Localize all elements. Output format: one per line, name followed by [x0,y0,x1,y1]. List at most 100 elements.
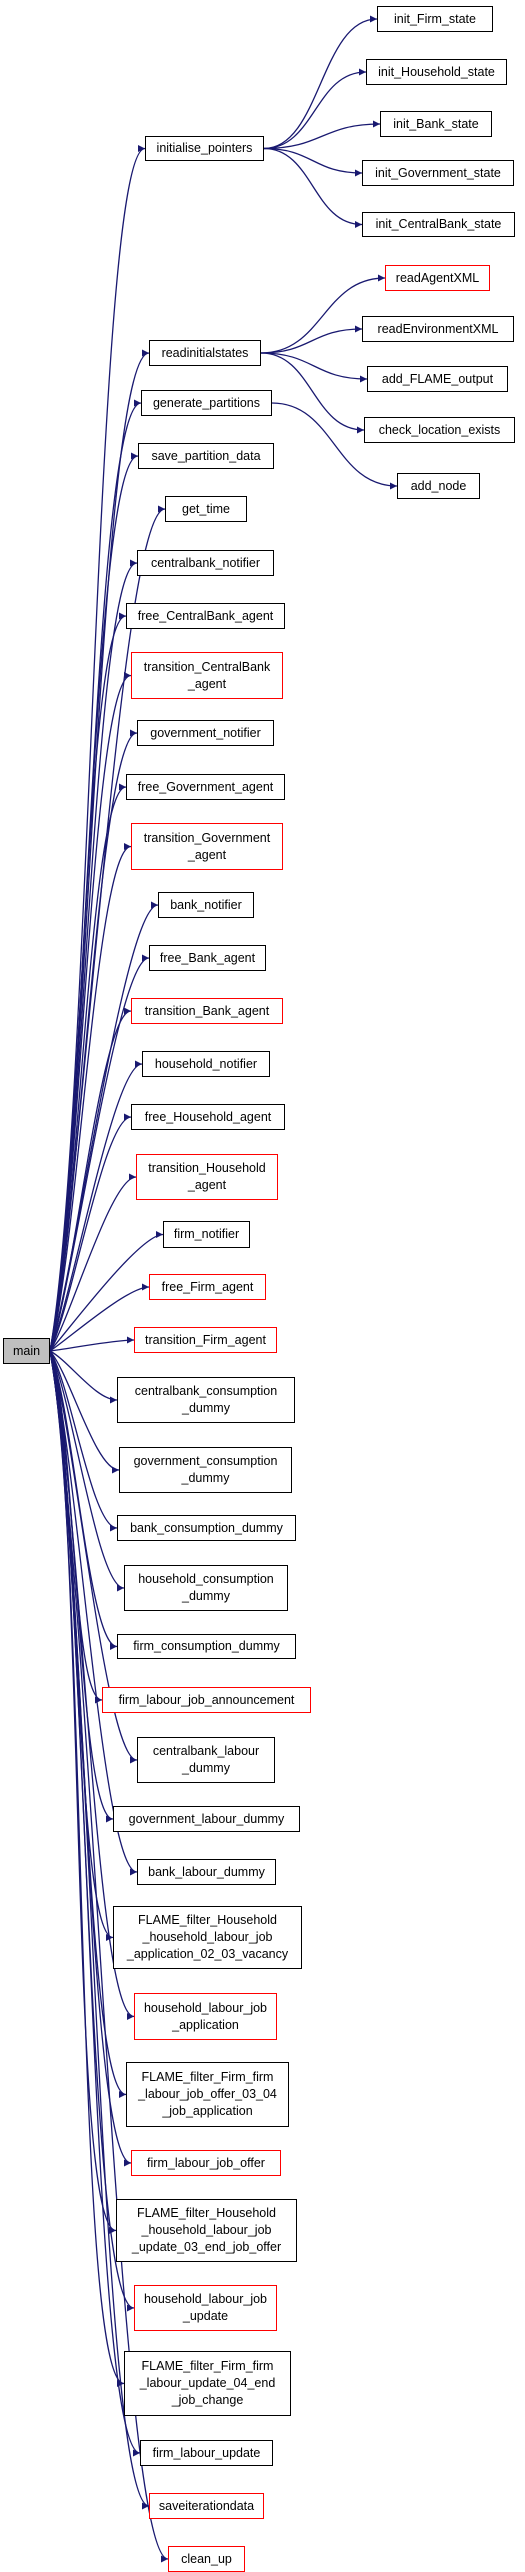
node-flame-filter-firm-application[interactable]: FLAME_filter_Firm_firm_labour_job_offer_… [126,2062,289,2127]
edge-main-to-transition-bank-agent [49,1007,132,1352]
node-saveiterationdata[interactable]: saveiterationdata [149,2493,264,2519]
node-init-household-state[interactable]: init_Household_state [366,59,507,85]
node-government-consumption-dummy[interactable]: government_consumption_dummy [119,1447,292,1493]
node-label-line: centralbank_notifier [150,555,261,570]
node-free-household-agent[interactable]: free_Household_agent [131,1104,285,1130]
node-save-partition-data[interactable]: save_partition_data [138,443,274,469]
node-init-centralbank-state[interactable]: init_CentralBank_state [362,212,515,237]
edge-main-to-household-consumption-dummy [49,1350,125,1592]
node-init-bank-state[interactable]: init_Bank_state [380,111,492,137]
node-label-line: _dummy [182,1401,230,1415]
edge-initialise-pointers-to-init-household-state [263,68,367,150]
node-flame-filter-household-vacancy[interactable]: FLAME_filter_Household _household_labour_… [113,1906,302,1969]
node-firm-labour-job-announcement[interactable]: firm_labour_job_announcement [102,1687,311,1713]
node-label-line: saveiterationdata [158,2498,255,2513]
node-label-line: check_location_exists [378,422,501,437]
node-label-line: bank_labour_dummy [148,1864,265,1879]
node-label-line: readAgentXML [395,270,480,285]
node-flame-filter-household-offer[interactable]: FLAME_filter_Household _household_labour_… [116,2199,297,2262]
edge-readinitialstates-to-readenvironmentxml [260,325,363,354]
node-label-line: free_Firm_agent [161,1279,254,1294]
node-centralbank-consumption-dummy[interactable]: centralbank_consumption_dummy [117,1377,295,1423]
node-household-labour-job-application[interactable]: household_labour_job_application [134,1993,277,2040]
edge-main-to-free-government-agent [49,783,127,1352]
node-free-firm-agent[interactable]: free_Firm_agent [149,1274,266,1300]
node-label-line: _job_change [171,2393,244,2407]
node-household-notifier[interactable]: household_notifier [142,1051,270,1077]
node-transition-government-agent[interactable]: transition_Government_agent [131,823,283,870]
node-label-line: free_Bank_agent [159,950,256,965]
node-label-line: init_Bank_state [393,116,479,131]
node-label-line: FLAME_filter_Firm_firm [141,2359,274,2373]
node-label-line: _agent [187,676,227,691]
node-firm-notifier[interactable]: firm_notifier [163,1221,250,1248]
node-label-line: bank_notifier [170,897,242,912]
node-label-line: transition_CentralBank [143,659,271,674]
node-check-location-exists[interactable]: check_location_exists [364,417,515,443]
node-free-bank-agent[interactable]: free_Bank_agent [149,945,266,971]
node-government-notifier[interactable]: government_notifier [137,720,274,746]
node-centralbank-notifier[interactable]: centralbank_notifier [137,550,274,576]
node-label-line: init_Government_state [375,165,501,180]
node-firm-labour-job-offer[interactable]: firm_labour_job_offer [131,2150,281,2176]
node-label-line: add_node [410,478,467,493]
node-add-node[interactable]: add_node [397,473,480,499]
node-flame-filter-firm-change[interactable]: FLAME_filter_Firm_firm_labour_update_04_… [124,2351,291,2416]
node-label-line: readinitialstates [161,345,249,360]
node-init-firm-state[interactable]: init_Firm_state [377,6,493,32]
node-label-line: transition_Firm_agent [145,1332,266,1347]
node-transition-centralbank-agent[interactable]: transition_CentralBank _agent [131,652,283,699]
edge-main-to-clean-up [49,1350,169,2563]
node-generate-partitions[interactable]: generate_partitions [141,390,272,416]
node-main[interactable]: main [3,1338,50,1364]
edge-initialise-pointers-to-init-firm-state [263,15,378,150]
edge-initialise-pointers-to-init-bank-state [263,120,381,150]
node-label-line: FLAME_filter_Household [138,1913,277,1927]
node-label-line: government_labour_dummy [128,1811,285,1826]
edge-main-to-household-notifier [49,1060,143,1352]
node-initialise-pointers[interactable]: initialise_pointers [145,136,264,161]
node-label-line: firm_labour_job_offer [147,2155,265,2170]
node-readagentxml[interactable]: readAgentXML [385,265,490,291]
node-transition-firm-agent[interactable]: transition_Firm_agent [134,1327,277,1353]
edge-main-to-household-labour-job-application [49,1350,135,2020]
node-free-centralbank-agent[interactable]: free_CentralBank_agent [126,603,285,629]
edge-initialise-pointers-to-init-centralbank-state [263,147,363,228]
node-add-flame-output[interactable]: add_FLAME_output [367,366,508,392]
node-label-line: readEnvironmentXML [377,321,499,336]
node-label-line: _household_labour_job [141,2223,272,2237]
node-firm-labour-update[interactable]: firm_labour_update [140,2440,273,2466]
node-readinitialstates[interactable]: readinitialstates [149,340,261,366]
node-label-line: government_consumption [133,1454,278,1468]
node-centralbank-labour-dummy[interactable]: centralbank_labour_dummy [137,1737,275,1783]
edge-main-to-firm-notifier [49,1231,164,1352]
node-label-line: household_labour_job [143,2292,268,2306]
node-label-line: FLAME_filter_Firm_firm [141,2070,274,2084]
node-label-line: _household_labour_job [142,1930,273,1944]
node-label-line: firm_notifier [173,1227,240,1241]
edge-main-to-flame-filter-firm-change [49,1350,125,2387]
node-bank-notifier[interactable]: bank_notifier [158,892,254,918]
node-transition-household-agent[interactable]: transition_Household_agent [136,1154,278,1200]
node-household-consumption-dummy[interactable]: household_consumption_dummy [124,1565,288,1611]
node-transition-bank-agent[interactable]: transition_Bank_agent [131,998,283,1024]
node-label-line: household_notifier [154,1056,258,1071]
edge-generate-partitions-to-add-node [271,402,398,490]
node-firm-consumption-dummy[interactable]: firm_consumption_dummy [117,1634,296,1659]
node-free-government-agent[interactable]: free_Government_agent [126,774,285,800]
node-label-line: household_consumption [138,1572,274,1586]
node-bank-labour-dummy[interactable]: bank_labour_dummy [137,1859,276,1885]
node-bank-consumption-dummy[interactable]: bank_consumption_dummy [117,1515,296,1541]
node-household-labour-job-update[interactable]: household_labour_job_update [134,2285,277,2331]
node-clean-up[interactable]: clean_up [168,2546,245,2572]
node-label-line: FLAME_filter_Household [137,2206,276,2220]
node-readenvironmentxml[interactable]: readEnvironmentXML [362,316,514,342]
node-init-government-state[interactable]: init_Government_state [362,160,514,186]
edge-main-to-free-centralbank-agent [49,612,127,1352]
edge-main-to-centralbank-consumption-dummy [49,1350,118,1404]
node-government-labour-dummy[interactable]: government_labour_dummy [113,1806,300,1832]
node-get-time[interactable]: get_time [165,496,247,522]
edge-main-to-save-partition-data [49,452,139,1352]
